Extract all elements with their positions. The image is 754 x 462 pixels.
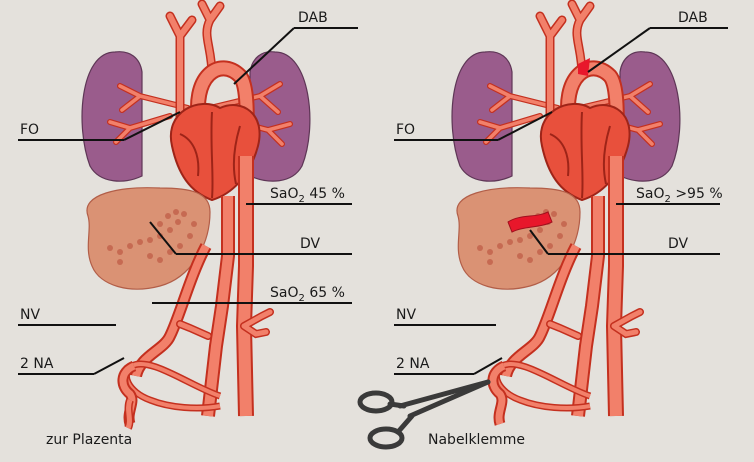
left-label-dv: DV: [300, 236, 321, 252]
right-caption: Nabelklemme: [428, 432, 525, 448]
right-label-na: 2 NA: [396, 356, 430, 372]
left-label-dab: DAB: [298, 10, 328, 26]
left-label-nv: NV: [20, 307, 40, 323]
left-label-sao2-lower: SaO2 65 %: [270, 285, 345, 304]
left-caption: zur Plazenta: [46, 432, 132, 448]
right-label-dv: DV: [668, 236, 689, 252]
left-label-sao2-upper: SaO2 45 %: [270, 186, 345, 205]
left-fetal-circulation: [82, 4, 310, 428]
right-postnatal-circulation: [360, 4, 680, 447]
right-label-dab: DAB: [678, 10, 708, 26]
left-label-fo: FO: [20, 122, 39, 138]
right-label-fo: FO: [396, 122, 415, 138]
right-label-nv: NV: [396, 307, 416, 323]
right-label-sao2: SaO2 >95 %: [636, 186, 723, 205]
left-label-na: 2 NA: [20, 356, 54, 372]
